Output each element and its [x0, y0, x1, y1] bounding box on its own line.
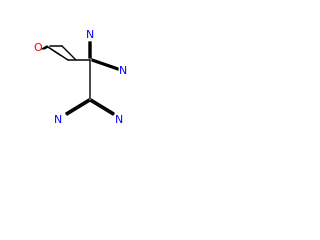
- nitrogen-atom-label-top: N: [86, 28, 94, 41]
- nitrile-bond-right-a: [91, 58, 119, 69]
- bond-carbonyl-oxygen-a: [41, 45, 48, 50]
- nitrile-bond-left-b: [66, 100, 91, 116]
- nitrile-bond-right-down-b: [89, 100, 114, 116]
- nitrogen-atom-label-right: N: [119, 64, 127, 77]
- nitrile-bond-right-down-c: [90, 99, 115, 115]
- bond-carbonyl-oxygen-b: [43, 46, 49, 50]
- nitrile-bond-left-a: [65, 98, 90, 114]
- oxygen-atom-label: O: [34, 41, 43, 54]
- nitrogen-atom-label-bottom-right: N: [115, 113, 123, 126]
- nitrile-bond-right-b: [91, 60, 119, 71]
- nitrile-bond-right-c: [91, 59, 119, 70]
- nitrogen-atom-label-bottom-left: N: [54, 113, 62, 126]
- bond-carbonyl-to-methyl: [61, 45, 77, 61]
- nitrile-bond-left-c: [65, 99, 90, 115]
- structural-formula: O N N N N: [34, 28, 127, 126]
- nitrile-bond-right-down-a: [90, 98, 115, 114]
- bond-carbonyl-ch2: [47, 46, 69, 61]
